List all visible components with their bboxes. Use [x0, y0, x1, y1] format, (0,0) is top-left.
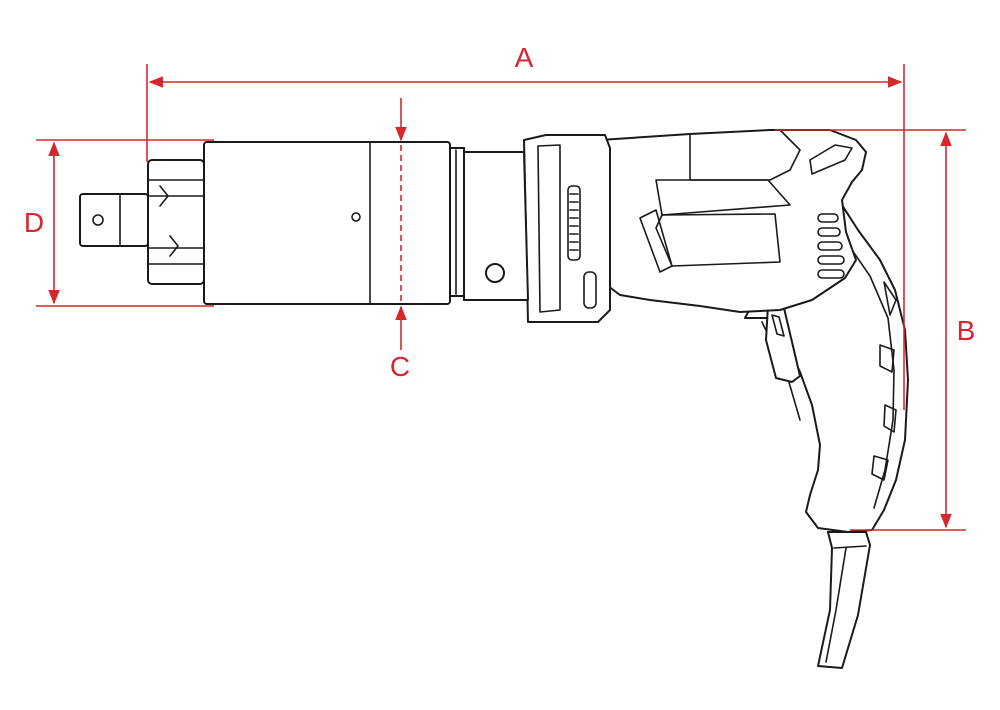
dimension-label-d: D [24, 207, 44, 238]
adjustment-wheel-icon [567, 185, 581, 261]
electric-torque-wrench [79, 129, 909, 669]
dimension-label-b: B [957, 315, 976, 346]
gear-head [523, 134, 611, 323]
motor-housing [599, 129, 867, 313]
square-drive [79, 193, 149, 247]
power-cord [817, 531, 871, 669]
dimension-label-c: C [390, 351, 410, 382]
dimension-a [146, 64, 905, 410]
coupling-adapter [449, 147, 529, 301]
dimension-label-a: A [515, 42, 534, 73]
dimension-b [775, 129, 966, 531]
reaction-ring [147, 159, 205, 285]
dimension-d [36, 139, 214, 307]
gearbox-barrel [203, 141, 451, 305]
